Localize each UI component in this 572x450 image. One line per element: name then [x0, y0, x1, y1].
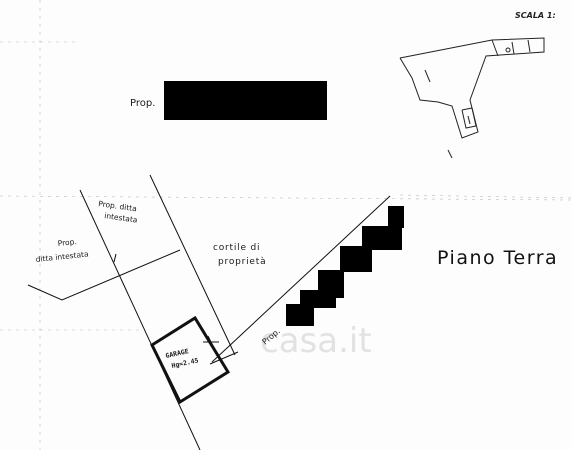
- prop-top-label: Prop.: [130, 98, 155, 109]
- garage-height-label: Hg=2.45: [171, 356, 200, 370]
- redacted-block: [286, 304, 314, 326]
- prop-ditta-left-line1: Prop.: [57, 237, 77, 248]
- redacted-block: [300, 290, 336, 308]
- redacted-owner-name-box: [164, 81, 327, 120]
- prop-ditta-center-line1: Prop. ditta: [98, 199, 138, 213]
- cortile-line1: cortile di: [213, 243, 260, 253]
- watermark-text: casa.it: [260, 321, 372, 361]
- redaction-blocks: [164, 81, 404, 326]
- prop-ditta-center-line2: intestata: [104, 211, 138, 225]
- redacted-block: [340, 246, 372, 272]
- garage-outline: [150, 315, 231, 405]
- cortile-line2: proprietà: [218, 257, 266, 267]
- key-plan: [399, 37, 545, 159]
- redacted-block: [388, 206, 404, 228]
- property-lines: [27, 174, 391, 450]
- prop-ditta-left-line2: ditta intestata: [35, 249, 89, 264]
- scale-label: SCALA 1:: [515, 11, 556, 20]
- floor-label: Piano Terra: [437, 247, 558, 269]
